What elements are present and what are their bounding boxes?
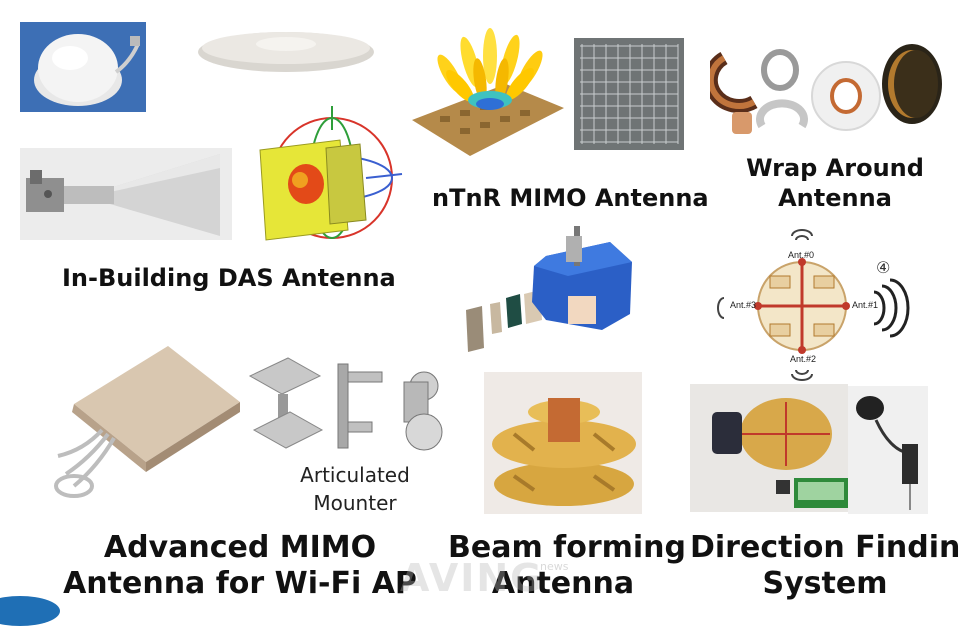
direction-finding-diagram — [714, 228, 910, 384]
caption-articulated-line2: Mounter — [313, 491, 397, 515]
caption-articulated-line1: Articulated — [300, 463, 410, 487]
wrap-around-antennas-image — [710, 40, 946, 140]
beam-forming-prototype-image — [484, 372, 642, 514]
caption-das: In-Building DAS Antenna — [62, 264, 396, 292]
ant3-label: Ant.#3 — [730, 300, 757, 310]
direction-finding-hardware-image — [690, 384, 848, 512]
caption-df-line1: Direction Finding — [690, 530, 960, 565]
mimo-beam-array-image — [410, 24, 566, 164]
horn-antenna-image — [20, 148, 232, 240]
caption-wrap-line2: Antenna — [778, 184, 892, 212]
caption-wrap-line1: Wrap Around — [746, 154, 924, 182]
ant2-label: Ant.#2 — [790, 354, 817, 364]
watermark-sub: news — [540, 560, 569, 573]
flat-panel-antenna-image — [44, 346, 244, 502]
caption-advanced-line1: Advanced MIMO — [103, 530, 377, 565]
caption-ntnr: nTnR MIMO Antenna — [432, 184, 709, 212]
caption-df-line2: System — [762, 566, 888, 601]
ant1-label: Ant.#1 — [852, 300, 879, 310]
direction-finding-sensor-image — [848, 386, 928, 514]
caption-advanced-line2: Antenna for Wi-Fi AP — [63, 566, 417, 601]
beam-forming-exploded-image — [462, 222, 638, 354]
articulated-mount-image — [246, 352, 446, 460]
ceiling-dome-antenna-image — [20, 22, 146, 112]
ant0-label: Ant.#0 — [788, 250, 815, 260]
caption-beam-line2: Antenna — [491, 566, 635, 601]
caption-beam-line1: Beam forming — [448, 530, 686, 565]
phased-array-panel-image — [574, 38, 684, 150]
radiation-pattern-image — [256, 100, 408, 246]
ceiling-disc-antenna-image — [196, 26, 376, 76]
watermark-logo: AVING — [400, 556, 544, 600]
step-marker: ④ — [876, 260, 891, 277]
